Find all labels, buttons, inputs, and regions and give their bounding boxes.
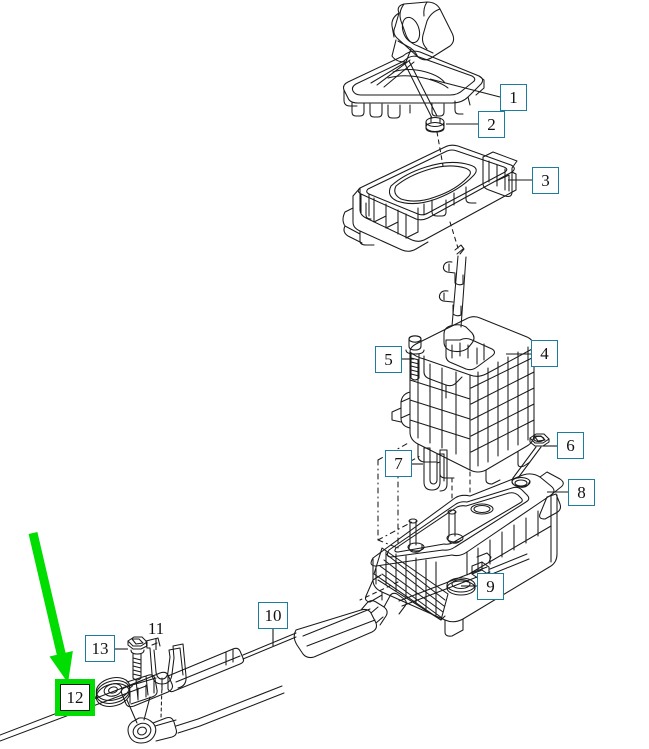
assembly-guide-line-5 bbox=[129, 681, 138, 689]
callout-13-securing-bolt[interactable]: 13 bbox=[85, 635, 115, 662]
part-shift-boot-frame bbox=[342, 50, 485, 119]
callout-12-selector-lever-ball-joint[interactable]: 12 bbox=[55, 679, 95, 716]
callout-6-hex-nut[interactable]: 6 bbox=[557, 432, 584, 459]
cable-tail bbox=[197, 685, 285, 727]
callout-label: 4 bbox=[540, 344, 549, 363]
callout-label: 5 bbox=[384, 350, 393, 369]
callout-7-retaining-clip[interactable]: 7 bbox=[385, 450, 412, 477]
callout-2-bushing-ring[interactable]: 2 bbox=[478, 111, 505, 138]
callout-label: 3 bbox=[541, 171, 550, 190]
part-stud-bolt bbox=[511, 446, 542, 488]
part-gear-shift-cable bbox=[0, 552, 530, 742]
part-bushing-ring bbox=[425, 116, 445, 133]
callout-label: 8 bbox=[577, 483, 586, 502]
part-selector-lever-rod bbox=[438, 244, 475, 353]
callout-label: 9 bbox=[486, 577, 495, 596]
assembly-guide-line-2 bbox=[449, 221, 459, 249]
part-selector-ball-joint bbox=[95, 674, 201, 744]
callout-11-u-shaped-spring-clip[interactable]: 11 bbox=[146, 618, 166, 638]
callout-5-hex-flange-bolt[interactable]: 5 bbox=[375, 346, 402, 373]
callout-label: 11 bbox=[147, 618, 165, 638]
part-hex-nut bbox=[529, 433, 550, 447]
callout-label: 7 bbox=[394, 454, 403, 473]
assembly-guide-line-3 bbox=[451, 471, 471, 501]
callout-1-gear-lever-knob-with-boot[interactable]: 1 bbox=[500, 84, 527, 111]
part-centre-console-frame bbox=[342, 144, 518, 252]
callout-8-selector-mounting-bracket-plate[interactable]: 8 bbox=[568, 479, 595, 506]
callout-label: 1 bbox=[509, 88, 518, 107]
callout-label: 12 bbox=[66, 688, 84, 707]
part-mounting-bracket-plate bbox=[364, 471, 564, 637]
callout-label: 13 bbox=[91, 639, 109, 658]
part-flange-bolt bbox=[405, 335, 425, 381]
callout-label: 10 bbox=[264, 606, 282, 625]
part-securing-bolt bbox=[127, 636, 148, 681]
callout-4-gear-selector-mechanism-housing[interactable]: 4 bbox=[531, 340, 558, 367]
assembly-guide-line-6 bbox=[160, 683, 163, 719]
callout-label: 6 bbox=[566, 436, 575, 455]
assembly-guide-line-4 bbox=[359, 581, 399, 601]
callout-label: 2 bbox=[487, 115, 496, 134]
callout-9-rubber-grommet[interactable]: 9 bbox=[477, 573, 504, 600]
part-lever-rod-upper bbox=[403, 60, 438, 119]
part-retaining-clip bbox=[423, 447, 448, 492]
callout-3-centre-console-frame[interactable]: 3 bbox=[532, 167, 559, 194]
callout-10-gear-shift-cable[interactable]: 10 bbox=[258, 602, 288, 629]
